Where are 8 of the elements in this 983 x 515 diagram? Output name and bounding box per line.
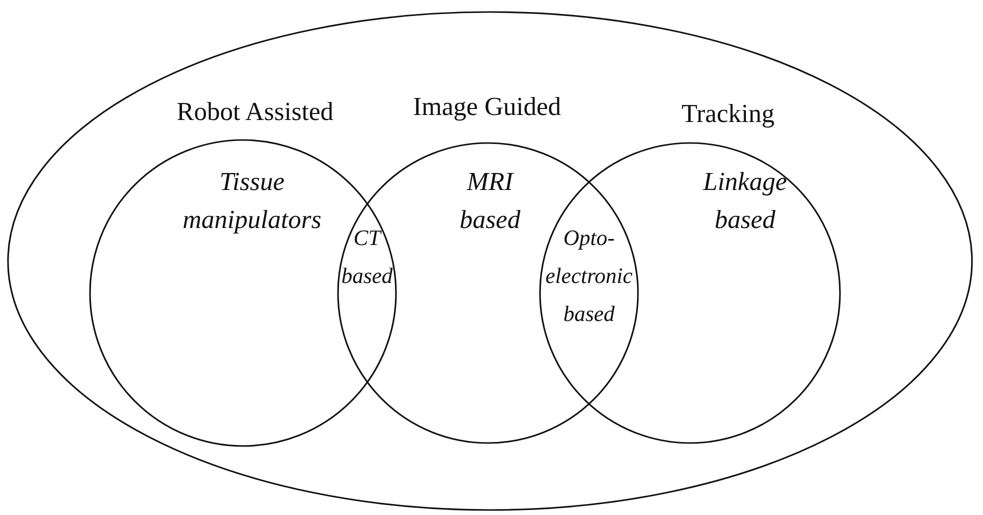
category-label: Tissue manipulators [182,166,322,236]
set-heading: Image Guided [413,92,561,122]
overlap-label: Opto-electronic based [544,224,634,328]
set-heading: Tracking [682,99,774,129]
category-label: Linkage based [702,166,788,236]
category-label: MRI based [458,166,522,236]
overlap-label: CT based [340,224,394,290]
set-heading: Robot Assisted [176,97,334,127]
